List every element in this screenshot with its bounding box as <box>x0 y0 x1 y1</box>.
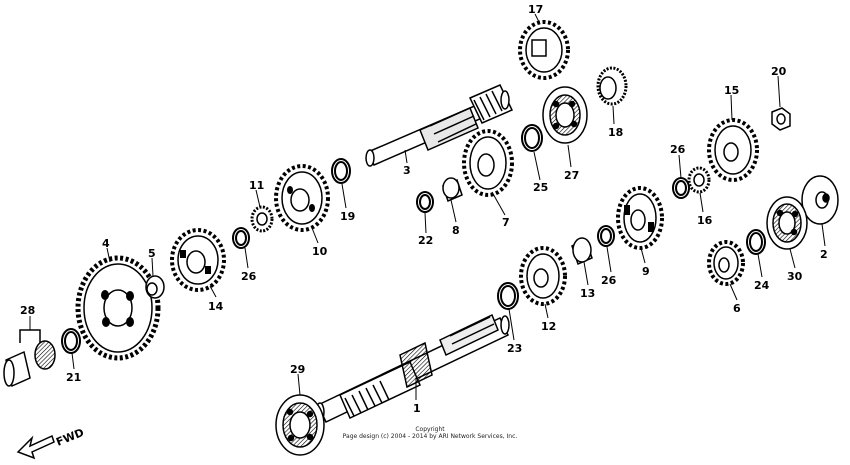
fwd-indicator: FWD <box>16 426 86 460</box>
bearing-30 <box>766 196 808 250</box>
sleeve-spring-28 <box>3 329 56 388</box>
label-16: 16 <box>697 214 713 227</box>
gear-6 <box>707 240 745 286</box>
washer-23 <box>497 282 519 310</box>
copyright-text: Page design (c) 2004 - 2014 by ARI Netwo… <box>342 433 518 440</box>
label-1: 1 <box>413 402 421 415</box>
label-10: 10 <box>312 245 328 258</box>
fwd-label: FWD <box>54 426 86 449</box>
label-8: 8 <box>452 224 460 237</box>
ball-bearing-27 <box>542 86 588 144</box>
label-26-middle: 26 <box>601 274 617 287</box>
label-15: 15 <box>724 84 739 97</box>
copyright-notice: Copyright Page design (c) 2004 - 2014 by… <box>335 426 525 440</box>
label-3: 3 <box>403 164 411 177</box>
label-6: 6 <box>733 302 741 315</box>
gear-15 <box>707 118 759 182</box>
seal-2 <box>801 175 839 225</box>
gear-14 <box>170 228 226 292</box>
washer-25 <box>521 124 543 152</box>
label-20: 20 <box>771 65 787 78</box>
label-28: 28 <box>20 304 35 317</box>
label-30: 30 <box>787 270 803 283</box>
washer-24 <box>746 229 766 255</box>
snap-ring-26-left <box>232 227 250 249</box>
gear-17 <box>518 20 570 80</box>
bushing-11 <box>250 205 274 233</box>
copyright-title: Copyright <box>415 426 445 433</box>
bushing-8 <box>442 177 463 203</box>
label-23: 23 <box>507 342 522 355</box>
label-2: 2 <box>820 248 828 261</box>
gear-10 <box>274 164 330 232</box>
gear-12 <box>519 246 567 306</box>
label-22: 22 <box>418 234 433 247</box>
washer-19 <box>331 158 351 184</box>
label-24: 24 <box>754 279 770 292</box>
gear-4 <box>75 255 161 361</box>
bearing-29 <box>275 394 325 456</box>
needle-bearing-18 <box>596 66 628 106</box>
bushing-16 <box>687 166 711 194</box>
countershaft <box>365 84 514 167</box>
label-27: 27 <box>564 169 579 182</box>
label-7: 7 <box>502 216 510 229</box>
label-13: 13 <box>580 287 595 300</box>
label-19: 19 <box>340 210 355 223</box>
label-4: 4 <box>102 237 110 250</box>
fwd-arrow-icon <box>16 434 55 460</box>
label-14: 14 <box>208 300 224 313</box>
label-26-right: 26 <box>670 143 686 156</box>
label-5: 5 <box>148 247 156 260</box>
collar-5 <box>145 275 165 299</box>
label-21: 21 <box>66 371 81 384</box>
gear-9 <box>616 186 664 250</box>
snap-ring-26-right <box>672 177 690 199</box>
label-17: 17 <box>528 3 543 16</box>
gear-7 <box>462 129 514 197</box>
collar-13 <box>571 237 593 266</box>
nut-20 <box>771 107 791 131</box>
part-labels: 4 5 14 26 11 10 19 3 17 18 27 25 7 8 22 … <box>20 3 828 415</box>
washer-21 <box>61 328 81 354</box>
label-26-left: 26 <box>241 270 257 283</box>
label-11: 11 <box>249 179 264 192</box>
washer-22 <box>416 191 434 213</box>
label-25: 25 <box>533 181 548 194</box>
label-12: 12 <box>541 320 556 333</box>
leader-lines <box>29 13 826 400</box>
label-9: 9 <box>642 265 650 278</box>
label-29: 29 <box>290 363 305 376</box>
label-18: 18 <box>608 126 623 139</box>
snap-ring-26-middle <box>597 225 615 247</box>
